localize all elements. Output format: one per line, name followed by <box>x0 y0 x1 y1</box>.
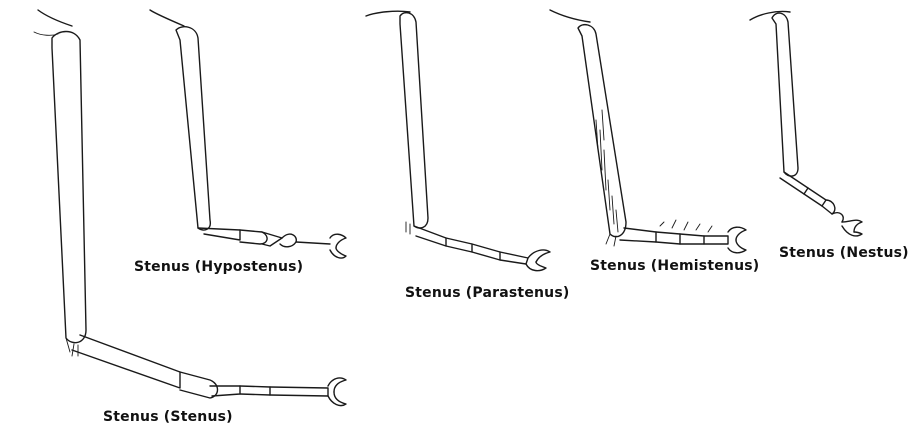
leg-hemistenus <box>549 9 747 254</box>
leg-stenus <box>33 9 347 407</box>
label-stenus: Stenus (Stenus) <box>103 409 233 425</box>
label-hemistenus: Stenus (Hemistenus) <box>590 258 760 274</box>
label-hypostenus: Stenus (Hypostenus) <box>134 259 304 275</box>
label-nestus: Stenus (Nestus) <box>779 245 909 261</box>
label-parastenus: Stenus (Parastenus) <box>405 285 570 301</box>
leg-nestus <box>749 10 863 237</box>
leg-parastenus <box>365 10 551 272</box>
leg-hypostenus <box>149 9 347 259</box>
